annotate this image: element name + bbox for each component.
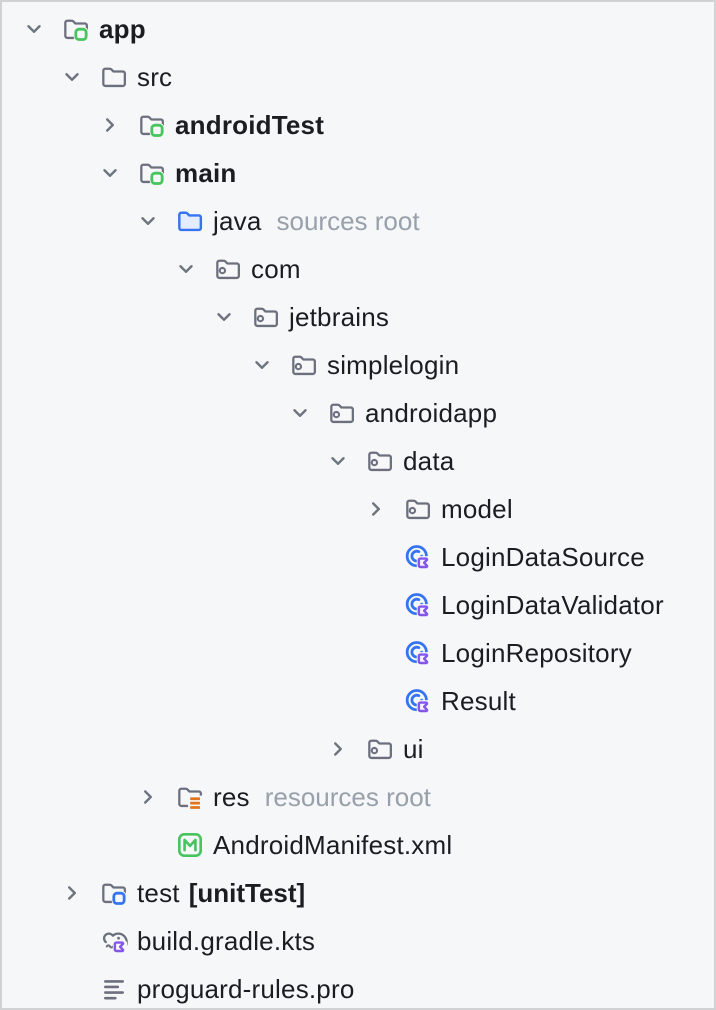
- tree-row-model[interactable]: model: [2, 485, 714, 533]
- package-icon: [366, 735, 394, 763]
- tree-item-label: androidapp: [365, 397, 498, 428]
- chevron-down-icon[interactable]: [244, 352, 290, 378]
- tree-row-src[interactable]: src: [2, 53, 714, 101]
- tree-row-app[interactable]: app: [2, 5, 714, 53]
- tree-row-build-gradle-kts[interactable]: build.gradle.kts: [2, 917, 714, 965]
- tree-row-androidtest[interactable]: androidTest: [2, 101, 714, 149]
- folder-icon: [100, 63, 128, 91]
- chevron-down-icon[interactable]: [16, 16, 62, 42]
- kotlin-class-icon: [404, 639, 432, 667]
- chevron-right-icon[interactable]: [54, 880, 100, 906]
- gradle-kotlin-icon: [100, 927, 128, 955]
- tree-row-res[interactable]: res resources root: [2, 773, 714, 821]
- tree-item-suffix: [unitTest]: [188, 877, 306, 908]
- kotlin-class-icon: [404, 591, 432, 619]
- chevron-right-icon[interactable]: [92, 112, 138, 138]
- tree-item-label: res: [213, 781, 250, 812]
- tree-item-label: LoginDataValidator: [441, 589, 664, 620]
- tree-item-label: main: [175, 157, 237, 188]
- tree-item-label: simplelogin: [327, 349, 460, 380]
- folder-resources-icon: [176, 783, 204, 811]
- folder-sources-root-icon: [138, 111, 166, 139]
- tree-item-label: build.gradle.kts: [137, 925, 316, 956]
- chevron-right-icon[interactable]: [358, 496, 404, 522]
- tree-item-label: data: [403, 445, 455, 476]
- folder-sources-root-icon: [138, 159, 166, 187]
- chevron-down-icon[interactable]: [206, 304, 252, 330]
- tree-item-label: androidTest: [175, 109, 325, 140]
- tree-item-label: LoginRepository: [441, 637, 632, 668]
- package-icon: [252, 303, 280, 331]
- tree-item-label: src: [137, 61, 173, 92]
- tree-row-logindatavalidator[interactable]: LoginDataValidator: [2, 581, 714, 629]
- tree-item-label: AndroidManifest.xml: [213, 829, 453, 860]
- tree-row-simplelogin[interactable]: simplelogin: [2, 341, 714, 389]
- chevron-down-icon[interactable]: [130, 208, 176, 234]
- tree-row-androidmanifest-xml[interactable]: AndroidManifest.xml: [2, 821, 714, 869]
- tree-row-main[interactable]: main: [2, 149, 714, 197]
- tree-row-data[interactable]: data: [2, 437, 714, 485]
- tree-row-test[interactable]: test [unitTest]: [2, 869, 714, 917]
- chevron-right-icon[interactable]: [130, 784, 176, 810]
- tree-row-com[interactable]: com: [2, 245, 714, 293]
- tree-row-logindatasource[interactable]: LoginDataSource: [2, 533, 714, 581]
- folder-test-icon: [100, 879, 128, 907]
- tree-item-label: Result: [441, 685, 516, 716]
- chevron-down-icon[interactable]: [320, 448, 366, 474]
- tree-item-label: LoginDataSource: [441, 541, 645, 572]
- package-icon: [366, 447, 394, 475]
- kotlin-class-icon: [404, 543, 432, 571]
- tree-item-label: com: [251, 253, 301, 284]
- folder-java-sources-icon: [176, 207, 204, 235]
- tree-row-androidapp[interactable]: androidapp: [2, 389, 714, 437]
- package-icon: [214, 255, 242, 283]
- tree-item-label: proguard-rules.pro: [137, 973, 355, 1004]
- folder-module-icon: [62, 15, 90, 43]
- tree-item-label: app: [99, 13, 146, 44]
- manifest-xml-icon: [176, 831, 204, 859]
- package-icon: [328, 399, 356, 427]
- chevron-down-icon[interactable]: [54, 64, 100, 90]
- tree-row-result[interactable]: Result: [2, 677, 714, 725]
- tree-item-qualifier: resources root: [264, 781, 431, 812]
- tree-item-label: model: [441, 493, 513, 524]
- tree-row-java[interactable]: java sources root: [2, 197, 714, 245]
- chevron-down-icon[interactable]: [282, 400, 328, 426]
- package-icon: [290, 351, 318, 379]
- chevron-right-icon[interactable]: [320, 736, 366, 762]
- tree-row-loginrepository[interactable]: LoginRepository: [2, 629, 714, 677]
- package-icon: [404, 495, 432, 523]
- tree-item-qualifier: sources root: [276, 205, 420, 236]
- chevron-down-icon[interactable]: [168, 256, 214, 282]
- tree-item-label: test: [137, 877, 180, 908]
- tree-row-jetbrains[interactable]: jetbrains: [2, 293, 714, 341]
- tree-row-ui[interactable]: ui: [2, 725, 714, 773]
- chevron-down-icon[interactable]: [92, 160, 138, 186]
- tree-row-proguard-rules-pro[interactable]: proguard-rules.pro: [2, 965, 714, 1008]
- tree-item-label: ui: [403, 733, 424, 764]
- text-file-icon: [100, 975, 128, 1003]
- kotlin-class-icon: [404, 687, 432, 715]
- tree-item-label: java: [213, 205, 262, 236]
- tree-item-label: jetbrains: [289, 301, 390, 332]
